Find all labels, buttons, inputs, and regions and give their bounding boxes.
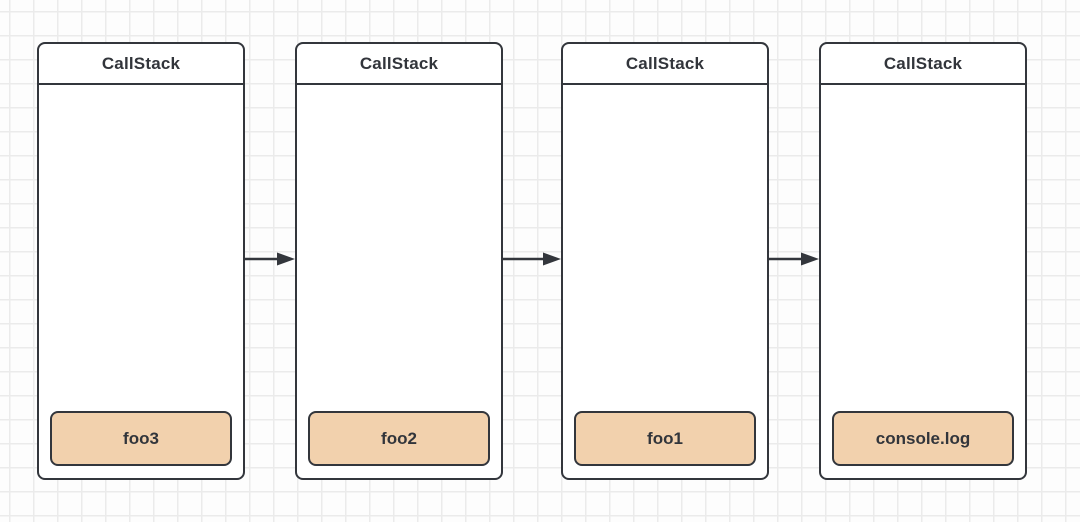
frame-title: CallStack (39, 44, 243, 85)
right-arrow-icon (769, 251, 819, 267)
frame-body: foo3 (39, 85, 243, 478)
callstack-frame-4: CallStack console.log (819, 42, 1027, 480)
frame-body: console.log (821, 85, 1025, 478)
callstack-frame-2: CallStack foo2 (295, 42, 503, 480)
right-arrow-icon (245, 251, 295, 267)
callstack-frame-3: CallStack foo1 (561, 42, 769, 480)
right-arrow-icon (503, 251, 561, 267)
callstack-frame-1: CallStack foo3 (37, 42, 245, 480)
frame-title: CallStack (821, 44, 1025, 85)
frame-title: CallStack (563, 44, 767, 85)
frame-title: CallStack (297, 44, 501, 85)
stack-item-foo1: foo1 (574, 411, 756, 466)
frame-body: foo2 (297, 85, 501, 478)
stack-item-console-log: console.log (832, 411, 1014, 466)
stack-item-foo2: foo2 (308, 411, 490, 466)
stack-item-foo3: foo3 (50, 411, 232, 466)
frame-body: foo1 (563, 85, 767, 478)
